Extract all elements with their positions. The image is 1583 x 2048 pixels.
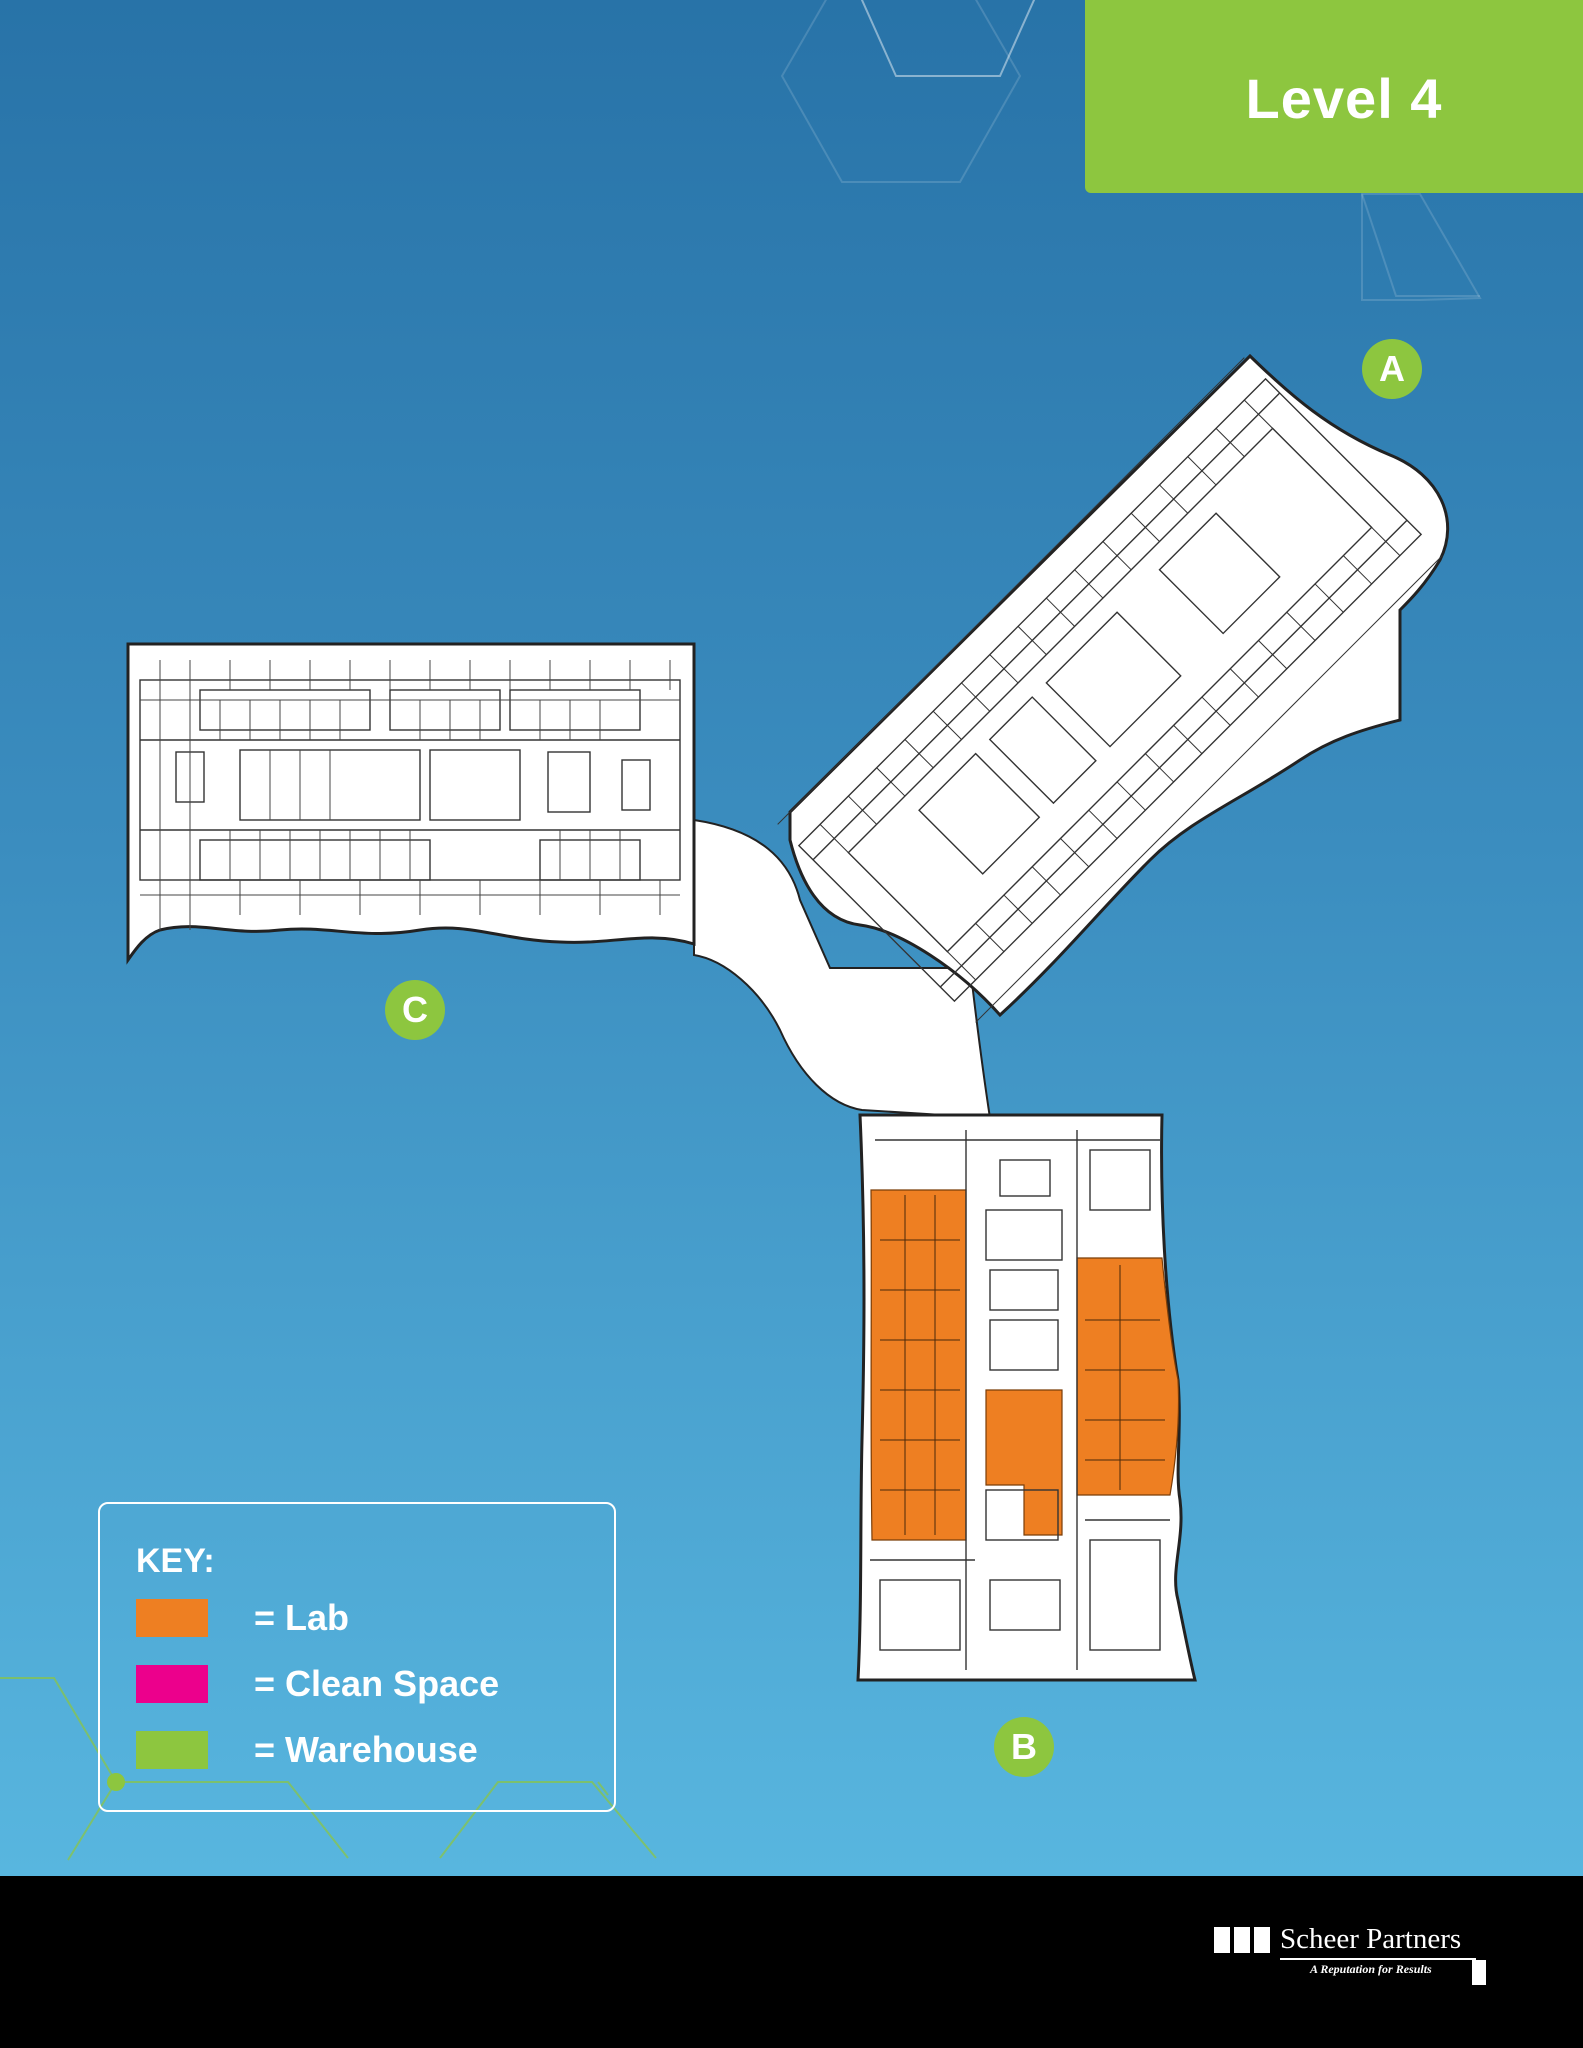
circuit-line — [439, 1781, 657, 1859]
plan-rooms — [389, 689, 501, 731]
lab-area-east — [1076, 1257, 1180, 1496]
hexagon-outline — [1361, 193, 1480, 297]
hexagon-outline — [1361, 193, 1482, 301]
logo-bars-icon — [1214, 1927, 1270, 1953]
plan-stairs — [621, 759, 651, 811]
lab-areas — [870, 1189, 1180, 1541]
building-a-outline — [788, 353, 1450, 1018]
company-tagline: A Reputation for Results — [1310, 1962, 1432, 1976]
plan-rooms — [1045, 611, 1182, 748]
connector-atrium — [693, 818, 992, 1120]
building-b-plan — [856, 1113, 1197, 1682]
clean-space-swatch — [136, 1665, 208, 1703]
plan-rooms — [985, 1489, 1059, 1541]
building-marker-a: A — [1362, 339, 1422, 399]
decorative-hexagons — [0, 0, 1482, 1861]
warehouse-swatch — [136, 1731, 208, 1769]
plan-rooms — [1089, 1539, 1161, 1651]
key-item-warehouse: = Warehouse — [136, 1729, 478, 1770]
plan-stairs — [999, 1159, 1051, 1197]
company-logo: Scheer Partners A Reputation for Results — [1214, 1923, 1490, 1985]
level-tab: Level 4 — [1085, 0, 1583, 193]
company-name: Scheer Partners — [1280, 1923, 1462, 1955]
floor-plans — [126, 353, 1450, 1682]
plan-rooms — [199, 839, 431, 881]
logo-block-mark — [1472, 1960, 1486, 1985]
key-item-lab: = Lab — [136, 1597, 350, 1638]
plan-rooms — [879, 1579, 961, 1651]
plan-rooms — [988, 696, 1097, 805]
hexagon-outline — [861, 0, 1035, 77]
footer-bar: Scheer Partners A Reputation for Results — [0, 1876, 1583, 2048]
key-label-warehouse: = Warehouse — [254, 1729, 478, 1770]
building-a-plan — [777, 353, 1450, 1023]
building-marker-c: C — [385, 980, 445, 1040]
plan-elevator — [918, 752, 1041, 875]
level-title: Level 4 — [1245, 67, 1443, 130]
circuit-line — [597, 1781, 609, 1796]
plan-elevator — [547, 751, 591, 813]
lab-swatch — [136, 1599, 208, 1637]
plan-rooms — [199, 689, 371, 731]
map-key: KEY: = Lab = Clean Space = Warehouse — [98, 1502, 616, 1812]
building-c-outline — [126, 642, 696, 965]
plan-rooms — [1089, 1149, 1151, 1211]
lab-area-west — [870, 1189, 967, 1541]
key-label-clean-space: = Clean Space — [254, 1663, 500, 1704]
plan-corridor — [847, 427, 1373, 953]
plan-rooms — [989, 1269, 1059, 1311]
hexagon-outline — [780, 0, 1022, 183]
plan-rooms — [509, 689, 641, 731]
building-marker-b: B — [994, 1717, 1054, 1777]
plan-rooms — [429, 749, 521, 821]
key-label-lab: = Lab — [254, 1597, 350, 1638]
key-item-clean-space: = Clean Space — [136, 1663, 500, 1704]
building-c-plan — [126, 642, 696, 965]
plan-elevator — [985, 1209, 1063, 1261]
key-title: KEY: — [136, 1542, 215, 1580]
plan-elevator — [989, 1579, 1061, 1631]
lab-area-center — [985, 1389, 1063, 1536]
circuit-node — [107, 1773, 125, 1791]
circuit-line — [67, 1781, 117, 1861]
map-stage: Level 4 A B C KEY: = Lab = Clean Space =… — [0, 0, 1583, 1876]
plan-core — [797, 377, 1423, 1003]
logo-rule — [1280, 1958, 1476, 1960]
plan-rooms — [989, 1319, 1059, 1371]
plan-elevator — [1158, 512, 1281, 635]
